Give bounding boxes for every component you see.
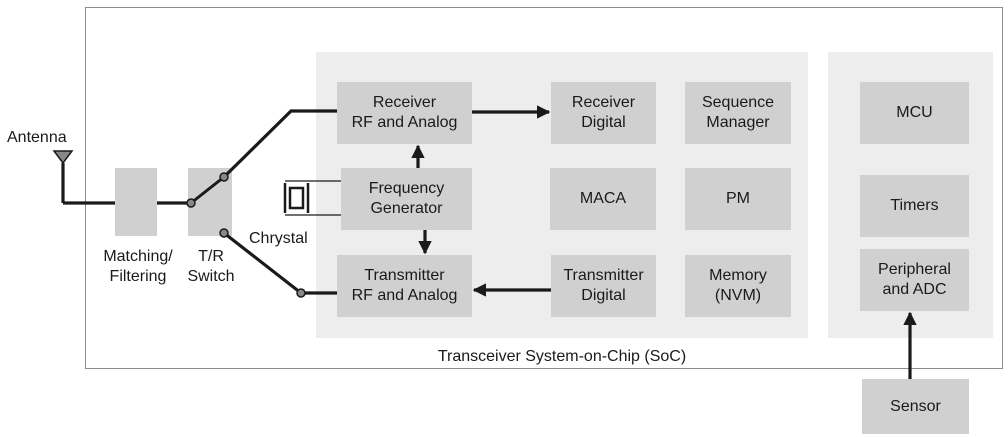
signal-arrows — [411, 105, 917, 379]
receiver-digital-block: Receiver Digital — [551, 82, 656, 144]
pm-block: PM — [685, 168, 791, 230]
matching-filtering-block — [115, 168, 157, 236]
sensor-block: Sensor — [862, 379, 969, 434]
tr-switch-label: T/R Switch — [187, 248, 235, 285]
peripheral-adc-block: Peripheral and ADC — [860, 249, 969, 311]
antenna-icon — [52, 150, 74, 203]
tr-switch-icon — [186, 109, 337, 298]
maca-block: MACA — [550, 168, 656, 230]
soc-label: Transceiver System-on-Chip (SoC) — [437, 348, 687, 365]
memory-block: Memory (NVM) — [685, 255, 791, 317]
timers-block: Timers — [860, 175, 969, 237]
antenna-label: Antenna — [7, 129, 67, 146]
crystal-icon — [283, 180, 341, 216]
matching-filtering-label: Matching/ Filtering — [103, 248, 173, 285]
transmitter-digital-block: Transmitter Digital — [551, 255, 656, 317]
transmitter-rf-block: Transmitter RF and Analog — [337, 255, 472, 317]
sequence-manager-block: Sequence Manager — [685, 82, 791, 144]
frequency-generator-block: Frequency Generator — [341, 168, 472, 230]
receiver-rf-block: Receiver RF and Analog — [337, 82, 472, 144]
crystal-label: Chrystal — [249, 230, 308, 247]
mcu-block: MCU — [860, 82, 969, 144]
